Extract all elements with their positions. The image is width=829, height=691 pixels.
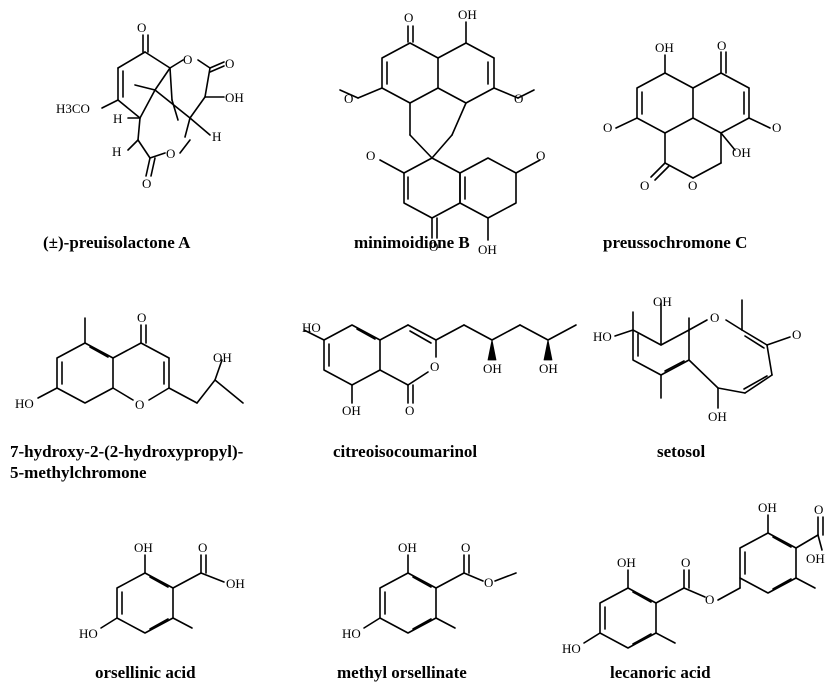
structure-preuisolactone-a: O O O OH H3CO H H H O O [56,20,244,191]
atom-label-o: O [198,540,207,555]
atom-label-oh: OH [225,90,244,105]
structure-lecanoric-acid: OH O O HO OH O OH [562,500,825,656]
atom-label-oh: OH [758,500,777,515]
structure-orsellinic-acid: OH O OH HO [79,540,245,641]
atom-label-o: O [717,38,726,53]
atom-label-ho: HO [79,626,98,641]
atom-label-o: O [640,178,649,193]
structure-citreoisocoumarinol: HO OH OH O OH O [302,320,577,418]
atom-label-o: O [792,327,801,342]
atom-label-o: O [429,239,438,254]
structure-minimoidione-b: O OH O O O O O OH [339,7,545,257]
atom-label-o: O [344,91,353,106]
atom-label-ho: HO [15,396,34,411]
atom-label-ho: HO [342,626,361,641]
atom-label-oh: OH [655,40,674,55]
atom-label-o: O [183,52,192,67]
atom-label-h: H [212,129,221,144]
atom-label-oh: OH [342,403,361,418]
compound-name-setosol: setosol [657,442,705,461]
atom-label-o: O [137,310,146,325]
atom-label-o: O [405,403,414,418]
atom-label-h: H [112,144,121,159]
atom-label-o: O [166,146,175,161]
atom-label-o: O [514,91,523,106]
compound-name-orsellinic-acid: orsellinic acid [95,663,196,682]
compound-name-preuisolactone-a: (±)-preuisolactone A [43,233,191,252]
compound-name-line1-hydroxypropyl-methylchromone: 7-hydroxy-2-(2-hydroxypropyl)- [10,442,244,461]
atom-label-o: O [135,397,144,412]
atom-label-o: O [681,555,690,570]
atom-label-o: O [484,575,493,590]
atom-label-oh: OH [539,361,558,376]
atom-label-oh: OH [458,7,477,22]
structure-setosol: OH HO O O OH [593,294,801,424]
structure-hydroxypropyl-methylchromone: O OH HO O [15,310,244,412]
structure-methyl-orsellinate: OH O O HO [342,540,517,641]
atom-label-o: O [404,10,413,25]
structure-preussochromone-c: OH O O O O O OH [603,38,781,193]
atom-label-o: O [705,592,714,607]
compound-name-methyl-orsellinate: methyl orsellinate [337,663,467,682]
atom-label-o: O [430,359,439,374]
atom-label-oh: OH [478,242,497,257]
atom-label-o: O [688,178,697,193]
compound-name-lecanoric-acid: lecanoric acid [610,663,711,682]
atom-label-h: H [113,111,122,126]
atom-label-oh: OH [483,361,502,376]
atom-label-oh: OH [134,540,153,555]
atom-label-oh: OH [732,145,751,160]
atom-label-o: O [142,176,151,191]
atom-label-oh: OH [398,540,417,555]
atom-label-o: O [814,502,823,517]
atom-label-oh: OH [213,350,232,365]
atom-label-o: O [603,120,612,135]
atom-label-oh: OH [617,555,636,570]
atom-label-o: O [772,120,781,135]
compound-name-minimoidione-b: minimoidione B [354,233,470,252]
atom-label-o: O [461,540,470,555]
compound-name-preussochromone-c: preussochromone C [603,233,747,252]
atom-label-ho: HO [593,329,612,344]
atom-label-oh: OH [653,294,672,309]
compound-name-line2-hydroxypropyl-methylchromone: 5-methylchromone [10,463,147,482]
compound-name-citreoisocoumarinol: citreoisocoumarinol [333,442,477,461]
atom-label-o: O [225,56,234,71]
atom-label-ho: HO [562,641,581,656]
atom-label-oh: OH [226,576,245,591]
atom-label-ome: H3CO [56,101,90,116]
atom-label-o: O [710,310,719,325]
atom-label-o: O [366,148,375,163]
atom-label-oh: OH [708,409,727,424]
atom-label-o: O [536,148,545,163]
atom-label-o: O [137,20,146,35]
atom-label-ho: HO [302,320,321,335]
atom-label-oh: OH [806,551,825,566]
